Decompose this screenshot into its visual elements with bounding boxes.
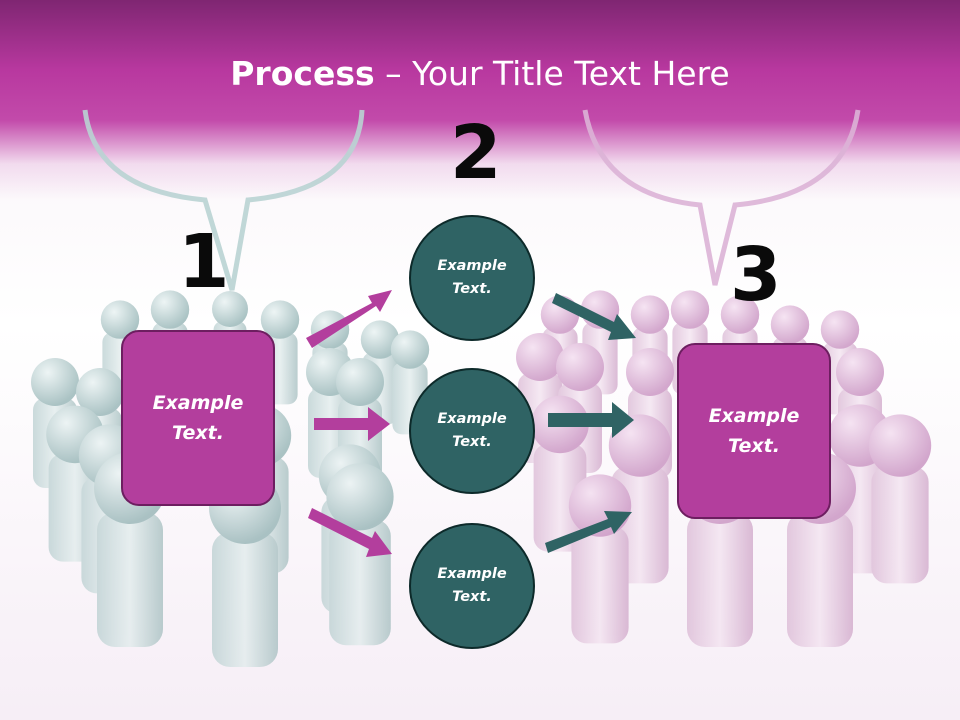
circle-middle-text: Example Text. bbox=[437, 411, 507, 450]
circle-top-text: Example Text. bbox=[437, 258, 507, 297]
step-number-3: 3 bbox=[730, 232, 782, 318]
step-box-right: Example Text. bbox=[677, 343, 831, 519]
arrow-icon bbox=[306, 290, 392, 557]
step-number-1: 1 bbox=[178, 219, 230, 305]
step-number-2: 2 bbox=[450, 110, 502, 196]
step-box-left: Example Text. bbox=[121, 330, 275, 506]
speech-bubble-icon bbox=[582, 109, 861, 286]
step-box-left-text: Example Text. bbox=[152, 392, 244, 444]
title-rest: – Your Title Text Here bbox=[374, 54, 730, 93]
step-box-right-text: Example Text. bbox=[708, 405, 800, 457]
circle-bottom-text: Example Text. bbox=[437, 566, 507, 605]
circle-middle: Example Text. bbox=[409, 368, 535, 494]
title-bold: Process bbox=[230, 54, 375, 93]
circle-top: Example Text. bbox=[409, 215, 535, 341]
person-figure-icon bbox=[516, 290, 932, 647]
title-banner bbox=[0, 0, 960, 200]
speech-bubble-icon bbox=[82, 109, 365, 291]
page-title: Process – Your Title Text Here bbox=[0, 54, 960, 93]
arrow-icon bbox=[545, 293, 636, 553]
circle-bottom: Example Text. bbox=[409, 523, 535, 649]
